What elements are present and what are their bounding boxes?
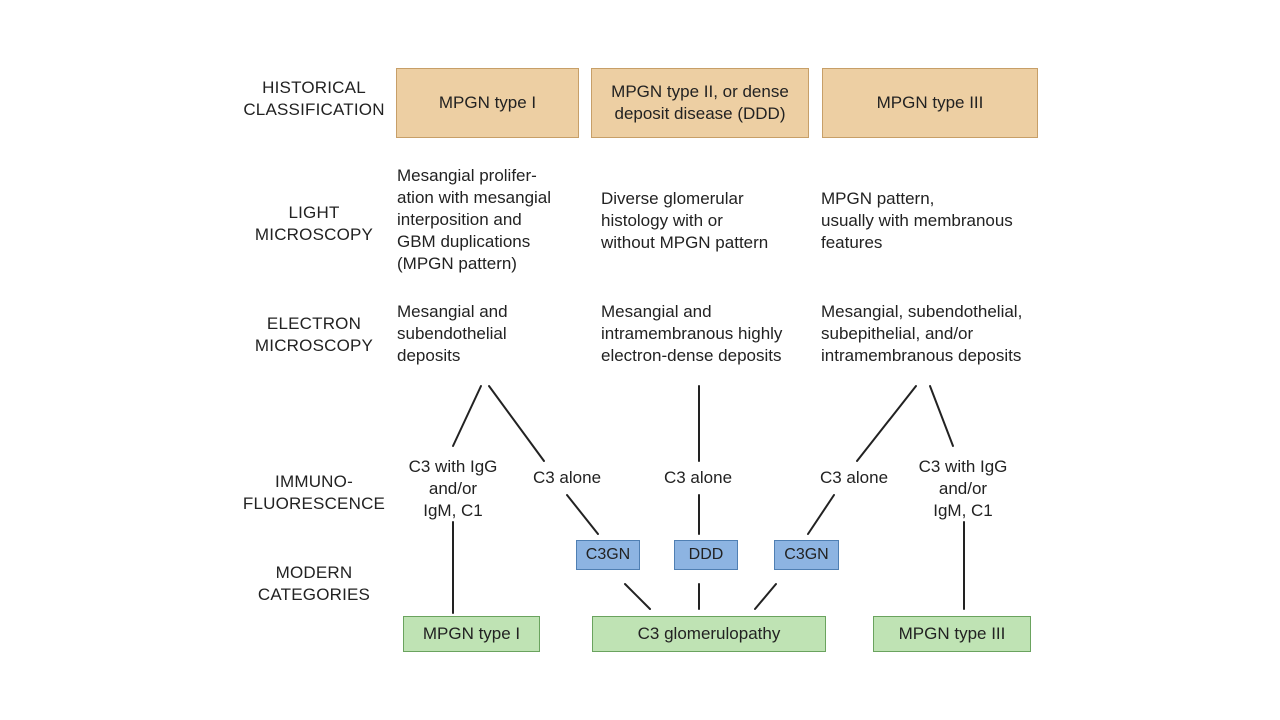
modern-box-mpgn-type-1: MPGN type I (403, 616, 540, 652)
link-em1-immuno-igg-left (452, 385, 482, 447)
immuno-c3-alone-3: C3 alone (819, 468, 889, 487)
immuno-c3-alone-2: C3 alone (663, 468, 733, 487)
subtype-box-ddd: DDD (674, 540, 738, 570)
link-c3gn-right-c3g (754, 583, 777, 610)
link-c3-alone-1-c3gn (566, 494, 599, 535)
row-label-immunofluorescence: IMMUNO-FLUORESCENCE (242, 472, 386, 513)
subtype-box-c3gn-left: C3GN (576, 540, 640, 570)
historical-box-mpgn-type-1: MPGN type I (396, 68, 579, 138)
link-em1-c3-alone-1 (488, 385, 545, 462)
link-c3gn-left-c3g (624, 583, 651, 610)
modern-box-c3-glomerulopathy: C3 glomerulopathy (592, 616, 826, 652)
modern-box-mpgn-type-3: MPGN type III (873, 616, 1031, 652)
subtype-box-c3gn-right: C3GN (774, 540, 839, 570)
link-c3-alone-3-c3gn (807, 494, 835, 535)
link-em3-immuno-igg-right (929, 385, 954, 447)
electron-microscopy-type-3: Mesangial, subendothelial,subepithelial,… (821, 302, 1023, 365)
immuno-c3-alone-1: C3 alone (532, 468, 602, 487)
historical-box-mpgn-type-3: MPGN type III (822, 68, 1038, 138)
link-em3-c3-alone-3 (856, 385, 917, 462)
